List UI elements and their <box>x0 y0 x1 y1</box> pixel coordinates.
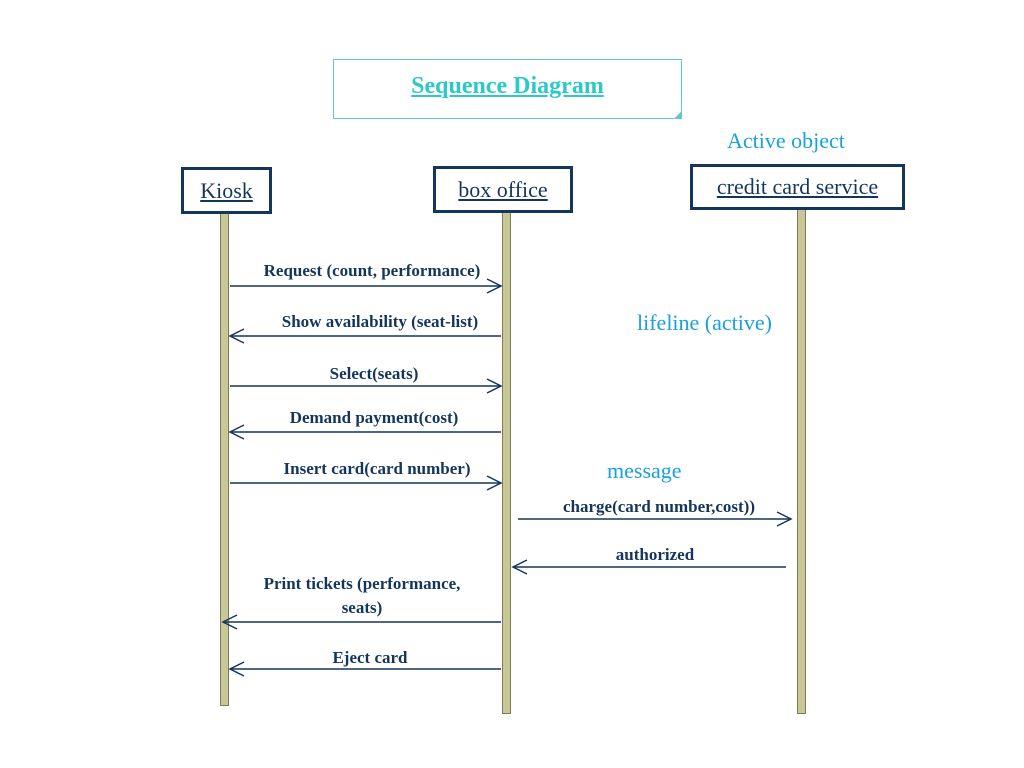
object-label-box-office: box office <box>458 176 548 202</box>
object-label-kiosk: Kiosk <box>200 177 253 203</box>
message-label-print-tickets-line2: seats) <box>341 598 383 617</box>
folded-corner-icon <box>674 111 682 119</box>
message-label-insert-card: Insert card(card number) <box>283 459 471 478</box>
title-box: Sequence Diagram <box>333 59 682 119</box>
arrow-select-seats <box>230 378 503 394</box>
arrow-eject-card <box>228 661 501 677</box>
message-label-request: Request (count, performance) <box>263 261 481 280</box>
object-credit-card-service: credit card service <box>690 164 905 210</box>
arrow-charge <box>518 511 793 527</box>
arrow-show-availability <box>228 328 501 344</box>
message-label-authorized: authorized <box>615 545 695 564</box>
object-label-credit-card-service: credit card service <box>716 174 879 199</box>
message-label-charge: charge(card number,cost)) <box>563 497 755 516</box>
annotation-lifeline: lifeline (active) <box>637 310 772 335</box>
arrow-authorized <box>511 559 786 575</box>
object-box-office: box office <box>433 166 573 213</box>
message-label-print-tickets-line1: Print tickets (performance, <box>263 574 461 593</box>
message-label-show-availability: Show availability (seat-list) <box>281 312 479 331</box>
annotation-active-object: Active object <box>727 128 845 153</box>
message-label-print-tickets: Print tickets (performance, seats) <box>236 572 488 620</box>
message-label-select-seats: Select(seats) <box>329 364 419 383</box>
annotation-message: message <box>607 458 682 483</box>
arrow-insert-card <box>230 475 503 491</box>
object-kiosk: Kiosk <box>181 167 272 214</box>
arrow-request <box>230 278 503 294</box>
diagram-title: Sequence Diagram <box>411 72 604 99</box>
message-label-eject-card: Eject card <box>332 648 408 667</box>
message-label-demand-payment: Demand payment(cost) <box>289 408 459 427</box>
arrow-demand-payment <box>228 424 501 440</box>
arrow-print-tickets <box>221 614 501 630</box>
